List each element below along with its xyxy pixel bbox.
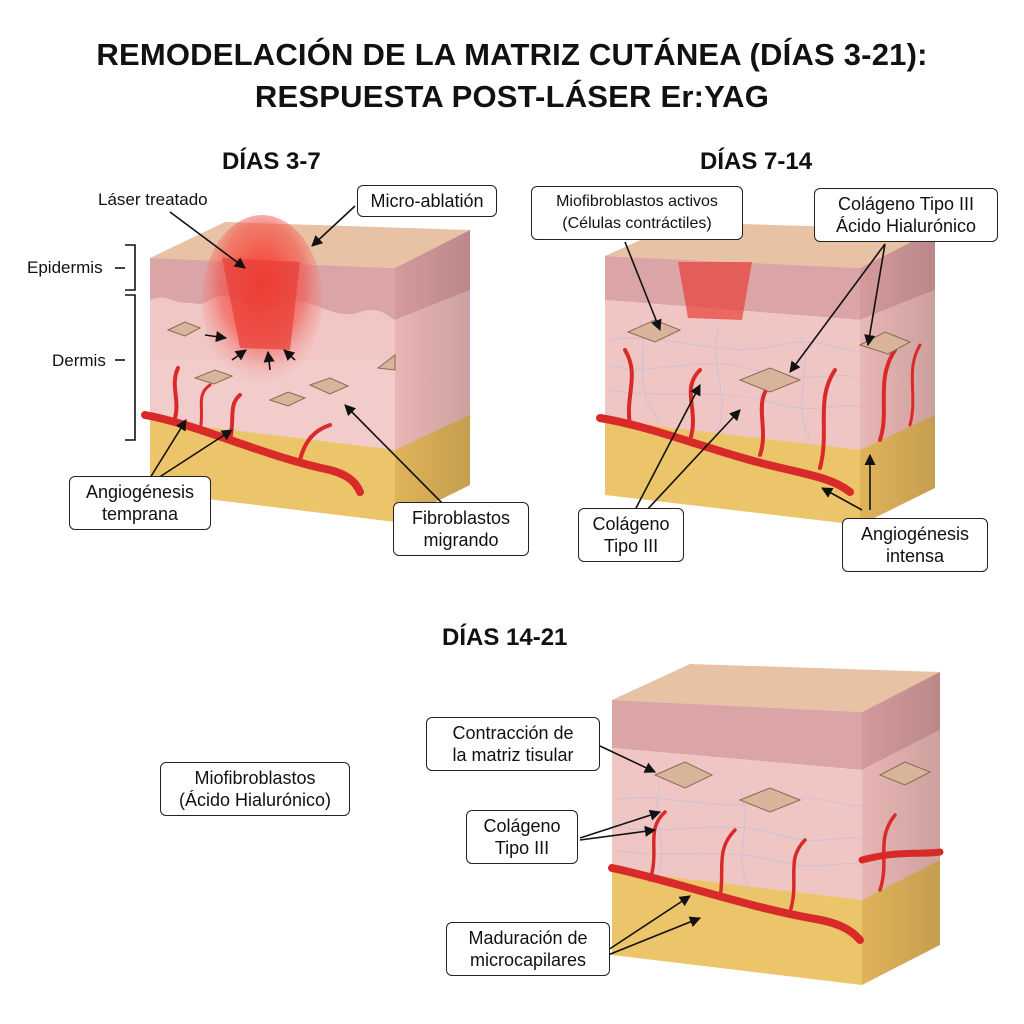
fat-layer [612, 870, 862, 985]
annotation-lines [115, 205, 886, 956]
laser-treated-label: Láser treatado [98, 190, 208, 209]
fibroblast-cells [166, 321, 396, 407]
matrix-contraction-line-2: la matriz tisular [452, 745, 574, 765]
title-line-1: REMODELACIÓN DE LA MATRIZ CUTÁNEA (DÍAS … [96, 37, 928, 72]
collagen-type-iii-label: Colágeno Tipo III [578, 508, 684, 562]
capillary-maturation-line-2: microcapilares [469, 950, 587, 970]
active-myofibroblasts-line-2: (Células contráctiles) [562, 215, 712, 232]
active-myofibroblasts-line-1: Miofibroblastos activos [556, 193, 718, 210]
dermis-bracket [125, 294, 136, 441]
collagen-type-iii-2-line-2: Tipo III [494, 838, 550, 858]
collagen-type-iii-label-2: Colágeno Tipo III [466, 810, 578, 864]
myofibroblasts-hyaluronic-line-1: Miofibroblastos [194, 768, 316, 788]
healing-wound [678, 262, 752, 320]
epidermis-bracket [125, 244, 136, 291]
early-angiogenesis-line-2: temprana [101, 504, 179, 524]
stage2-heading: DÍAS 7-14 [700, 148, 813, 175]
dermis-label: Dermis [52, 351, 106, 370]
stage1-heading: DÍAS 3-7 [222, 148, 321, 175]
epidermis-label: Epidermis [27, 258, 103, 277]
dermis-layer [612, 748, 862, 910]
stage3-heading: DÍAS 14-21 [442, 624, 568, 651]
skin-block-days-14-21 [608, 664, 944, 985]
skin-block-days-3-7 [141, 215, 470, 522]
active-myofibroblasts-label: Miofibroblastos activos (Células contrác… [531, 186, 743, 240]
fat-layer [150, 420, 395, 522]
intense-angiogenesis-line-2: intensa [885, 546, 945, 566]
capillary-maturation-line-1: Maduración de [468, 928, 588, 948]
myofibroblasts-hyaluronic-label: Miofibroblastos (Ácido Hialurónico) [160, 762, 350, 816]
migrating-fibroblasts-line-2: migrando [423, 530, 499, 550]
collagen-type-iii-2-line-1: Colágeno [483, 816, 561, 836]
collagen-hyaluronic-line-1: Colágeno Tipo III [837, 194, 975, 214]
collagen-type-iii-line-1: Colágeno [592, 514, 670, 534]
intense-angiogenesis-label: Angiogénesis intensa [842, 518, 988, 572]
collagen-type-iii-line-2: Tipo III [603, 536, 659, 556]
epidermis-layer [612, 700, 862, 770]
micro-ablation-label: Micro-ablatión [357, 185, 497, 217]
collagen-hyaluronic-line-2: Ácido Hialurónico [835, 216, 977, 236]
intense-angiogenesis-line-1: Angiogénesis [860, 524, 970, 544]
collagen-hyaluronic-label: Colágeno Tipo III Ácido Hialurónico [814, 188, 998, 242]
micro-ablation-text: Micro-ablatión [370, 191, 484, 211]
migrating-fibroblasts-label: Fibroblastos migrando [393, 502, 529, 556]
early-angiogenesis-label: Angiogénesis temprana [69, 476, 211, 530]
early-angiogenesis-line-1: Angiogénesis [85, 482, 195, 502]
matrix-contraction-label: Contracción de la matriz tisular [426, 717, 600, 771]
blood-vessels [608, 810, 944, 944]
myofibroblast-cells [653, 761, 932, 813]
skin-surface [612, 664, 940, 712]
myofibroblasts-hyaluronic-line-2: (Ácido Hialurónico) [178, 790, 332, 810]
migrating-fibroblasts-line-1: Fibroblastos [411, 508, 511, 528]
title-line-2: RESPUESTA POST-LÁSER Er:YAG [254, 79, 770, 114]
capillary-maturation-label: Maduración de microcapilares [446, 922, 610, 976]
matrix-contraction-line-1: Contracción de [452, 723, 574, 743]
figure-title: REMODELACIÓN DE LA MATRIZ CUTÁNEA (DÍAS … [0, 34, 1024, 118]
